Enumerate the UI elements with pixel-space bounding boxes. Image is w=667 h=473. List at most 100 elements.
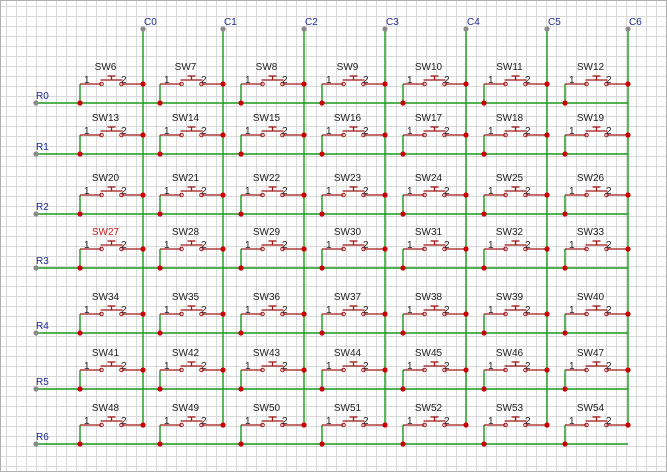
switch-sw45[interactable] [403, 361, 466, 373]
switch-pin-1-label: 1 [84, 240, 90, 251]
switch-sw52[interactable] [403, 416, 466, 428]
switch-sw24[interactable] [403, 186, 466, 198]
switch-sw14[interactable] [160, 126, 223, 138]
switch-sw16[interactable] [322, 126, 385, 138]
switch-contact-right [523, 81, 528, 87]
switch-sw34[interactable] [80, 305, 143, 317]
switch-contact-right [280, 81, 285, 87]
row-junction-dot [157, 211, 163, 217]
switch-sw51[interactable] [322, 416, 385, 428]
switch-sw25[interactable] [484, 186, 547, 198]
row-port-pin[interactable] [33, 100, 39, 106]
switch-sw30[interactable] [322, 240, 385, 252]
column-junction-dot [140, 81, 146, 87]
row-port-pin[interactable] [33, 265, 39, 271]
row-port-pin[interactable] [33, 151, 39, 157]
switch-sw12[interactable] [565, 75, 628, 87]
switch-sw28[interactable] [160, 240, 223, 252]
row-port-pin[interactable] [33, 386, 39, 392]
switch-pin-1-label: 1 [326, 305, 332, 316]
switch-sw54[interactable] [565, 416, 628, 428]
switch-sw26[interactable] [565, 186, 628, 198]
switch-sw27[interactable] [80, 240, 143, 252]
switch-pin-1-label: 1 [488, 361, 494, 372]
row-junction-dot [400, 441, 406, 447]
switch-sw7[interactable] [160, 75, 223, 87]
switch-designator-label: SW53 [496, 403, 524, 414]
switch-sw19[interactable] [565, 126, 628, 138]
column-port-pin[interactable] [463, 26, 469, 32]
row-junction-dot [238, 265, 244, 271]
switch-sw40[interactable] [565, 305, 628, 317]
switch-sw10[interactable] [403, 75, 466, 87]
switch-sw11[interactable] [484, 75, 547, 87]
switch-sw8[interactable] [241, 75, 304, 87]
switch-sw36[interactable] [241, 305, 304, 317]
switch-sw39[interactable] [484, 305, 547, 317]
switch-contact-right [523, 422, 528, 428]
row-net-label: R6 [36, 432, 49, 443]
column-junction-dot [220, 246, 226, 252]
switch-sw53[interactable] [484, 416, 547, 428]
switch-designator-label: SW54 [577, 403, 605, 414]
switch-sw46[interactable] [484, 361, 547, 373]
switch-pin-1-label: 1 [164, 186, 170, 197]
column-port-pin[interactable] [625, 26, 631, 32]
switch-sw21[interactable] [160, 186, 223, 198]
switch-sw50[interactable] [241, 416, 304, 428]
column-junction-dot [301, 367, 307, 373]
switch-sw35[interactable] [160, 305, 223, 317]
switch-pin-2-label: 2 [201, 75, 207, 86]
switch-sw37[interactable] [322, 305, 385, 317]
switch-contact-left [341, 132, 346, 138]
column-port-pin[interactable] [301, 26, 307, 32]
row-junction-dot [562, 441, 568, 447]
column-port-pin[interactable] [220, 26, 226, 32]
switch-sw41[interactable] [80, 361, 143, 373]
column-port-pin[interactable] [544, 26, 550, 32]
switch-sw13[interactable] [80, 126, 143, 138]
switch-sw49[interactable] [160, 416, 223, 428]
switch-sw32[interactable] [484, 240, 547, 252]
switch-sw18[interactable] [484, 126, 547, 138]
switch-sw15[interactable] [241, 126, 304, 138]
switch-sw42[interactable] [160, 361, 223, 373]
switch-sw44[interactable] [322, 361, 385, 373]
switch-sw23[interactable] [322, 186, 385, 198]
switch-contact-right [442, 192, 447, 198]
switch-sw6[interactable] [80, 75, 143, 87]
switch-sw31[interactable] [403, 240, 466, 252]
row-junction-dot [562, 100, 568, 106]
column-port-pin[interactable] [382, 26, 388, 32]
switch-pin-2-label: 2 [606, 186, 612, 197]
switch-contact-left [260, 422, 265, 428]
row-junction-dot [77, 265, 83, 271]
row-port-pin[interactable] [33, 211, 39, 217]
row-port-pin[interactable] [33, 330, 39, 336]
column-junction-dot [544, 246, 550, 252]
switch-sw47[interactable] [565, 361, 628, 373]
switch-sw43[interactable] [241, 361, 304, 373]
row-net-label: R3 [36, 256, 49, 267]
switch-sw48[interactable] [80, 416, 143, 428]
switch-sw29[interactable] [241, 240, 304, 252]
wires-layer [36, 29, 629, 445]
switch-sw38[interactable] [403, 305, 466, 317]
switch-sw17[interactable] [403, 126, 466, 138]
switch-pin-1-label: 1 [569, 305, 575, 316]
switch-pin-2-label: 2 [121, 240, 127, 251]
switch-pin-1-label: 1 [488, 305, 494, 316]
switch-pin-1-label: 1 [245, 126, 251, 137]
switch-sw9[interactable] [322, 75, 385, 87]
column-net-label: C3 [386, 17, 399, 28]
switch-sw22[interactable] [241, 186, 304, 198]
column-port-pin[interactable] [140, 26, 146, 32]
row-port-pin[interactable] [33, 441, 39, 447]
column-junction-dot [140, 246, 146, 252]
switch-pin-2-label: 2 [201, 126, 207, 137]
switch-sw20[interactable] [80, 186, 143, 198]
switch-sw33[interactable] [565, 240, 628, 252]
